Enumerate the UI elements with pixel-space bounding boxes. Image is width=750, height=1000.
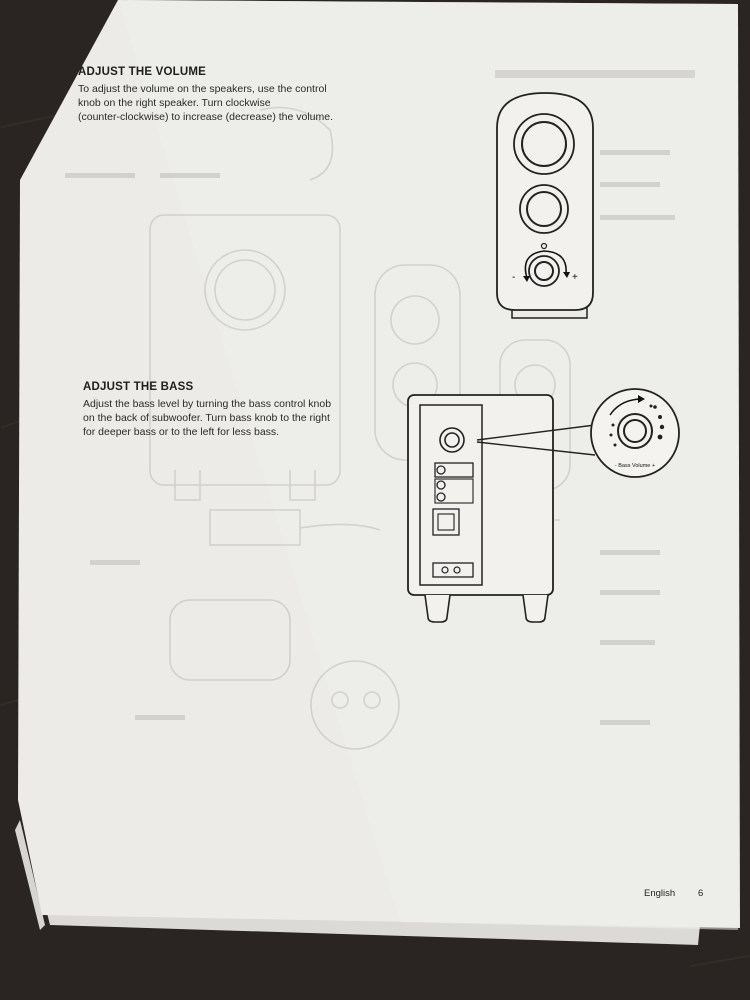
rca-group [434, 478, 474, 504]
back-sheet-edge-left [15, 820, 45, 930]
back-sheet-edge [45, 905, 700, 945]
rotate-arrow-icon [524, 250, 567, 279]
bass-volume-label: - Bass Volume + [615, 463, 655, 469]
arrow-head-left-icon [523, 276, 530, 282]
bass-line-1: Adjust the bass level by turning the bas… [83, 398, 332, 410]
rca-jack-2 [436, 492, 446, 502]
wood-grain [0, 696, 30, 706]
tweeter-outer [513, 113, 575, 175]
bass-scale-dots [609, 404, 665, 447]
rca-jack-1 [436, 480, 446, 490]
input-jack [436, 465, 446, 475]
wood-grain [690, 954, 750, 968]
subwoofer-illustration: - Bass Volume + [407, 388, 680, 623]
volume-line-1: To adjust the volume on the speakers, us… [78, 83, 327, 95]
volume-plus-label: + [572, 272, 578, 283]
subwoofer-foot-right [522, 594, 549, 623]
bass-line-2: on the back of subwoofer. Turn bass knob… [83, 412, 330, 424]
volume-line-2: knob on the right speaker. Turn clockwis… [78, 97, 271, 109]
driver-inner [526, 191, 562, 227]
bass-knob-zoom [617, 413, 653, 449]
input-jack-box [434, 462, 474, 478]
dsub-port-inner [437, 513, 455, 531]
volume-section: ADJUST THE VOLUME To adjust the volume o… [78, 66, 368, 124]
arrow-head-right-icon [563, 272, 570, 278]
subwoofer-body [407, 394, 554, 596]
volume-minus-label: - [512, 272, 515, 283]
page-number: 6 [698, 888, 704, 899]
power-switch-dot [453, 566, 461, 574]
volume-heading: ADJUST THE VOLUME [78, 66, 206, 78]
bass-heading: ADJUST THE BASS [83, 381, 194, 393]
bass-line-3: for deeper bass or to the left for less … [83, 426, 280, 438]
power-switch-dot [441, 566, 449, 574]
speaker-illustration: - + [496, 92, 594, 319]
callout-line-bottom [476, 441, 596, 456]
power-led [540, 242, 548, 250]
subwoofer-foot-left [424, 594, 451, 623]
wood-grain [0, 413, 40, 429]
clockwise-arrow-icon [609, 398, 641, 416]
bass-knob-cap [444, 432, 460, 448]
bass-knob-zoom-cap [623, 419, 647, 443]
tweeter-inner [521, 121, 567, 167]
callout-line-top [476, 424, 596, 441]
driver-outer [519, 184, 569, 234]
dsub-port [432, 508, 460, 536]
language-label: English [644, 888, 676, 899]
volume-line-3: (counter-clockwise) to increase (decreas… [78, 111, 334, 123]
volume-knob-cap [534, 261, 554, 281]
speaker-body [496, 92, 594, 311]
wood-grain [0, 113, 60, 129]
bass-section: ADJUST THE BASS Adjust the bass level by… [83, 381, 373, 439]
bass-knob[interactable] [439, 427, 465, 453]
rear-panel [419, 404, 483, 586]
volume-knob[interactable] [528, 255, 560, 287]
power-switch[interactable] [432, 562, 474, 578]
clockwise-arrowhead-icon [638, 395, 645, 403]
